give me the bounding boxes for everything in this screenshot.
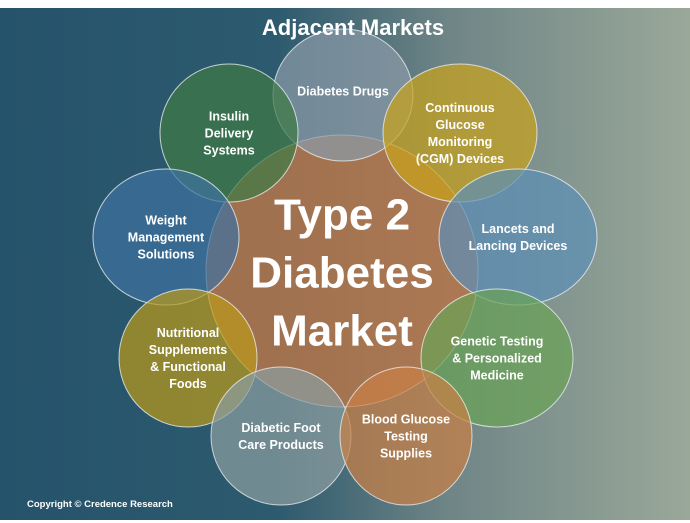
label-line: Continuous bbox=[425, 101, 494, 115]
label-line: Insulin bbox=[209, 109, 249, 123]
diagram-title: Adjacent Markets bbox=[262, 15, 444, 40]
label-line: & Functional bbox=[150, 360, 226, 374]
label-line: Blood Glucose bbox=[362, 412, 450, 426]
market-circle bbox=[420, 288, 574, 428]
label-line: Solutions bbox=[138, 247, 195, 261]
label-line: Testing bbox=[384, 429, 428, 443]
market-label: Diabetes Drugs bbox=[297, 84, 389, 98]
label-line: Lancets and bbox=[482, 222, 555, 236]
label-line: Medicine bbox=[470, 368, 524, 382]
label-line: Diabetes Drugs bbox=[297, 84, 389, 98]
label-line: Monitoring bbox=[428, 135, 493, 149]
label-line: Genetic Testing bbox=[451, 334, 544, 348]
copyright-text: Copyright © Credence Research bbox=[27, 499, 173, 510]
label-line: (CGM) Devices bbox=[416, 152, 504, 166]
label-line: Diabetic Foot bbox=[241, 421, 321, 435]
label-line: Systems bbox=[203, 143, 254, 157]
label-line: Foods bbox=[169, 377, 207, 391]
market-circle bbox=[339, 366, 473, 506]
label-line: Nutritional bbox=[157, 326, 220, 340]
label-line: Supplements bbox=[149, 343, 228, 357]
label-line: Lancing Devices bbox=[469, 239, 568, 253]
market-circle bbox=[118, 288, 258, 428]
market-circle bbox=[210, 366, 352, 506]
label-line: Diabetes bbox=[250, 248, 433, 297]
label-line: Type 2 bbox=[274, 190, 410, 239]
label-line: Weight bbox=[145, 213, 187, 227]
label-line: & Personalized bbox=[452, 351, 542, 365]
label-line: Market bbox=[271, 306, 413, 355]
label-line: Supplies bbox=[380, 446, 432, 460]
label-line: Management bbox=[128, 230, 205, 244]
market-circle bbox=[438, 168, 598, 306]
label-line: Care Products bbox=[238, 438, 323, 452]
label-line: Delivery bbox=[205, 126, 254, 140]
label-line: Glucose bbox=[435, 118, 484, 132]
